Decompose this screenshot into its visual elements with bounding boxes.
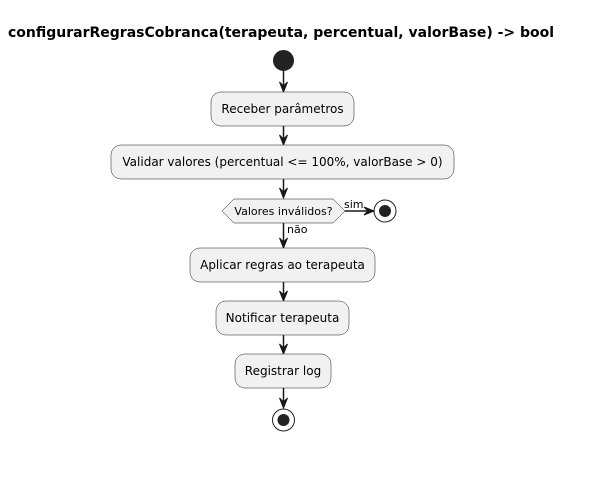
arrowhead-receber-validar [279,134,288,147]
action-label: Aplicar regras ao terapeuta [200,258,365,272]
arrowhead-start-receber [279,81,288,94]
action-aplicar-regras: Aplicar regras ao terapeuta [189,247,376,283]
arrowhead-aplicar-notificar [279,290,288,303]
action-label: Validar valores (percentual <= 100%, val… [122,155,442,169]
arrowhead-registrar-stop [279,397,288,410]
arrowhead-notificar-registrar [279,343,288,356]
action-label: Receber parâmetros [221,102,343,116]
action-notificar-terapeuta: Notificar terapeuta [215,300,350,336]
action-registrar-log: Registrar log [234,353,332,389]
arrowhead-decision-no [279,237,288,250]
stop-node-invalid [373,199,397,223]
action-receber-parametros: Receber parâmetros [210,91,355,127]
arrowhead-decision-yes [363,206,376,216]
decision-no-label: não [287,223,308,236]
action-label: Notificar terapeuta [226,311,340,325]
arrowhead-validar-decision [279,187,288,200]
action-validar-valores: Validar valores (percentual <= 100%, val… [110,144,455,180]
stop-node-final [272,408,295,432]
decision-label: Valores inválidos? [234,205,332,218]
start-node [273,50,294,71]
decision-yes-label: sim [344,198,364,211]
decision-valores-invalidos: Valores inválidos? [221,198,346,224]
action-label: Registrar log [245,364,321,378]
diagram-title: configurarRegrasCobranca(terapeuta, perc… [8,25,554,41]
